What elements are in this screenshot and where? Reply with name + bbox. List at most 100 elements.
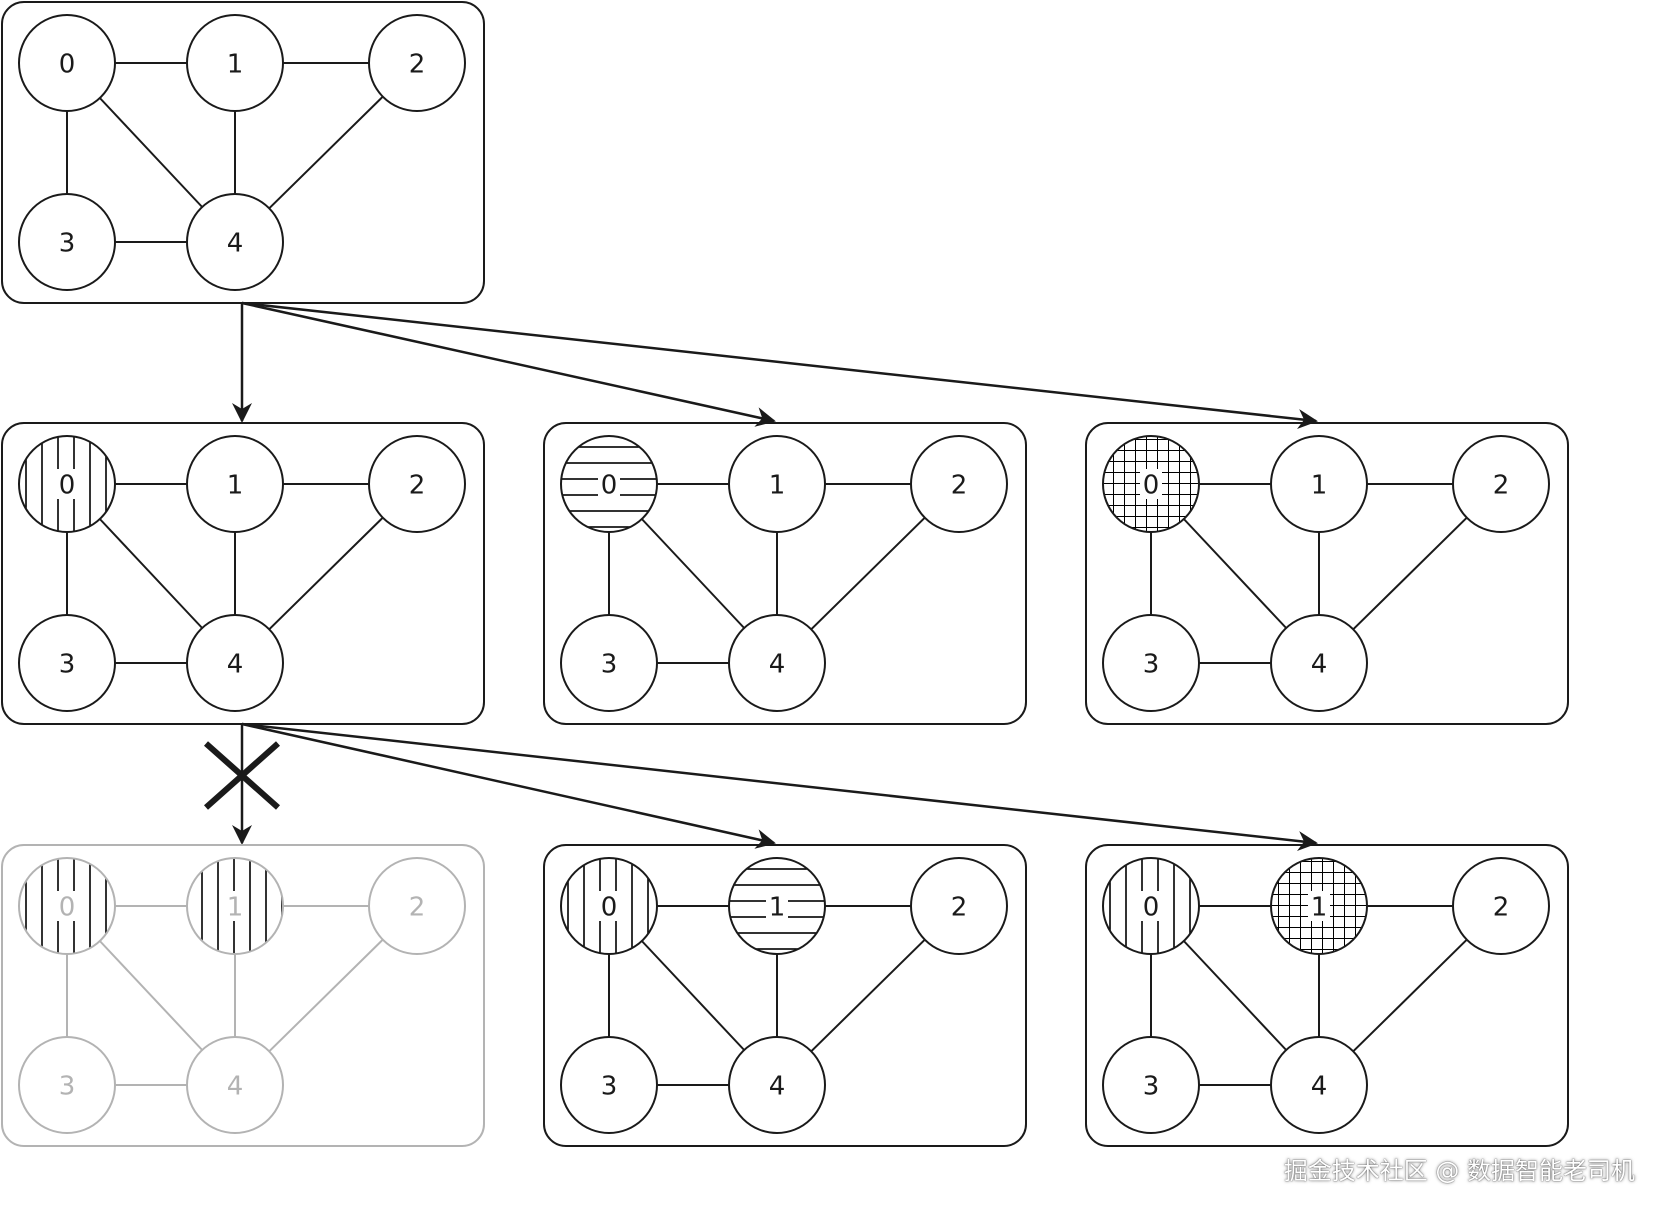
node-outline xyxy=(186,193,284,291)
node-label: 0 xyxy=(1143,893,1160,923)
node-1: 1 xyxy=(1270,857,1368,955)
edge-2-4 xyxy=(1352,516,1468,631)
arrow-line xyxy=(241,722,1318,851)
node-1: 1 xyxy=(186,14,284,112)
node-4: 4 xyxy=(728,614,826,712)
node-fill xyxy=(1453,858,1549,954)
node-2: 2 xyxy=(368,435,466,533)
panel-border xyxy=(1,422,485,725)
node-2: 2 xyxy=(368,14,466,112)
node-label: 4 xyxy=(769,650,786,680)
node-outline xyxy=(728,857,826,955)
node-outline xyxy=(560,1036,658,1134)
node-fill xyxy=(561,1037,657,1133)
node-outline xyxy=(728,614,826,712)
node-label: 0 xyxy=(59,893,76,923)
node-outline xyxy=(728,1036,826,1134)
node-outline xyxy=(560,857,658,955)
node-label: 4 xyxy=(227,229,244,259)
node-label: 1 xyxy=(769,893,786,923)
node-0: 0 xyxy=(1102,857,1200,955)
arrow-root-to-c xyxy=(241,301,1318,429)
node-outline xyxy=(1102,614,1200,712)
node-label: 0 xyxy=(1143,471,1160,501)
node-outline xyxy=(186,857,284,955)
node-fill xyxy=(187,1037,283,1133)
node-0: 0 xyxy=(560,857,658,955)
node-1: 1 xyxy=(728,857,826,955)
node-fill xyxy=(187,436,283,532)
node-fill xyxy=(1103,615,1199,711)
panel-border xyxy=(1085,844,1569,1147)
node-fill xyxy=(19,194,115,290)
node-2: 2 xyxy=(1452,435,1550,533)
node-label-backing xyxy=(1140,891,1162,921)
node-0: 0 xyxy=(1102,435,1200,533)
node-fill xyxy=(729,436,825,532)
node-3: 3 xyxy=(560,1036,658,1134)
node-label-backing xyxy=(598,891,620,921)
node-label: 4 xyxy=(227,1072,244,1102)
transition-arrows xyxy=(204,301,1318,851)
node-fill xyxy=(19,15,115,111)
node-outline xyxy=(560,614,658,712)
node-outline xyxy=(1270,1036,1368,1134)
node-outline xyxy=(368,435,466,533)
node-outline xyxy=(18,614,116,712)
node-0: 0 xyxy=(560,435,658,533)
node-4: 4 xyxy=(186,193,284,291)
node-label-backing xyxy=(1308,891,1330,921)
node-3: 3 xyxy=(18,1036,116,1134)
node-label-backing xyxy=(56,469,78,499)
node-fill xyxy=(187,194,283,290)
node-fill xyxy=(369,858,465,954)
arrow-root-to-b xyxy=(241,301,776,427)
node-fill xyxy=(911,436,1007,532)
node-label: 4 xyxy=(769,1072,786,1102)
edge-2-4 xyxy=(810,938,926,1053)
node-outline xyxy=(1102,857,1200,955)
node-label: 1 xyxy=(1311,893,1328,923)
node-label: 3 xyxy=(1143,1072,1160,1102)
node-fill xyxy=(1271,615,1367,711)
node-label: 3 xyxy=(59,1072,76,1102)
node-outline xyxy=(186,435,284,533)
node-label-backing xyxy=(766,891,788,921)
edge-0-4 xyxy=(1183,940,1287,1051)
arrow-a-to-d xyxy=(204,724,280,845)
edge-2-4 xyxy=(810,516,926,631)
node-outline xyxy=(560,435,658,533)
node-2: 2 xyxy=(368,857,466,955)
node-outline xyxy=(1452,857,1550,955)
node-label-backing xyxy=(598,469,620,499)
node-outline xyxy=(18,1036,116,1134)
node-fill xyxy=(729,1037,825,1133)
node-label: 2 xyxy=(409,50,426,80)
node-2: 2 xyxy=(910,857,1008,955)
node-outline xyxy=(18,14,116,112)
edge-0-4 xyxy=(1183,518,1287,629)
arrow-line xyxy=(241,301,776,427)
node-3: 3 xyxy=(1102,1036,1200,1134)
edge-0-4 xyxy=(641,940,745,1051)
panel-border xyxy=(1,1,485,304)
node-2: 2 xyxy=(1452,857,1550,955)
node-label: 0 xyxy=(59,471,76,501)
node-1: 1 xyxy=(1270,435,1368,533)
node-label: 1 xyxy=(227,471,244,501)
arrow-line xyxy=(241,722,776,849)
node-label: 0 xyxy=(601,471,618,501)
node-outline xyxy=(186,14,284,112)
edge-0-4 xyxy=(99,940,203,1051)
node-fill xyxy=(369,15,465,111)
edge-2-4 xyxy=(268,516,384,631)
panel-border xyxy=(543,844,1027,1147)
